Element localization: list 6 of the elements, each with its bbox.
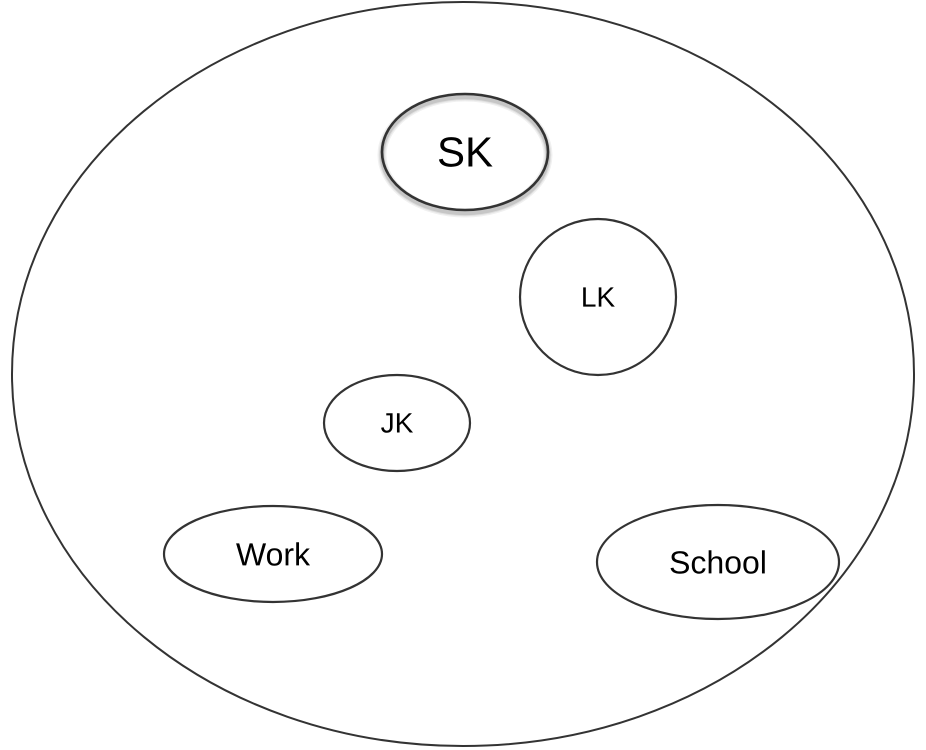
ellipse-node: Work [162, 504, 384, 604]
ellipse-node: JK [322, 374, 472, 472]
ellipse-node: School [596, 504, 840, 620]
outer-ellipse [11, 1, 915, 747]
ellipse-node: SK [378, 92, 552, 218]
circle-node: LK [518, 218, 678, 376]
